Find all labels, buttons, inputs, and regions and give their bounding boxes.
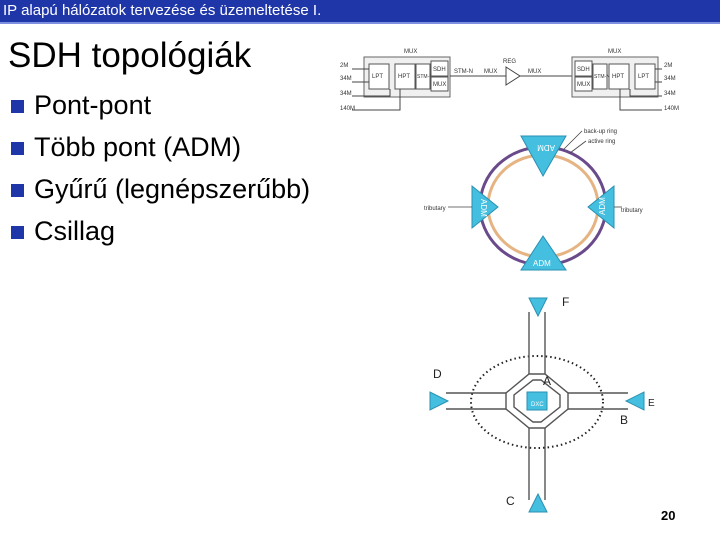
tributary-label: tributary	[424, 206, 446, 212]
link-label: STM-N	[454, 69, 473, 75]
node-f-label: F	[562, 295, 569, 309]
svg-text:HPT: HPT	[612, 74, 624, 80]
mux-small-label: MUX	[433, 82, 446, 88]
adm-node-c	[528, 492, 548, 513]
adm-node-right	[587, 184, 615, 230]
svg-text:34M: 34M	[664, 76, 676, 82]
svg-text:140M: 140M	[664, 106, 679, 112]
course-title: IP alapú hálózatok tervezése és üzemelte…	[3, 2, 322, 19]
mux-small-box	[430, 76, 449, 92]
node-d-label: D	[433, 367, 442, 381]
mux-label: MUX	[608, 49, 621, 55]
svg-text:MUX: MUX	[577, 82, 590, 88]
svg-text:SDH: SDH	[577, 67, 590, 73]
active-ring-label: active ring	[588, 139, 615, 145]
page-number: 20	[661, 508, 676, 523]
adm-node-left	[471, 184, 499, 230]
mux-box-right	[571, 56, 659, 98]
adm-node-f	[528, 297, 548, 318]
sdh-label: SDH	[433, 67, 446, 73]
svg-text:34M: 34M	[664, 91, 676, 97]
svg-text:ADM: ADM	[533, 259, 551, 268]
rate-label: 34M	[340, 76, 352, 82]
mux-label: MUX	[484, 69, 497, 75]
reg-label: REG	[503, 59, 516, 65]
adm-node-e	[624, 391, 645, 411]
rate-label: 34M	[340, 91, 352, 97]
bullet-square-icon	[11, 226, 24, 239]
bullet-square-icon	[11, 100, 24, 113]
svg-text:DXC: DXC	[531, 402, 544, 408]
svg-text:STM-N: STM-N	[594, 74, 610, 80]
stm-label: STM-N	[417, 74, 433, 80]
node-e-label: E	[648, 398, 655, 409]
hpt-label: HPT	[398, 74, 410, 80]
bullet-square-icon	[11, 142, 24, 155]
node-a-label: A	[543, 374, 551, 388]
adm-node-bottom	[520, 235, 567, 271]
stm-box	[415, 63, 431, 90]
adm-node-top	[520, 135, 567, 178]
hpt-box	[394, 63, 416, 90]
backup-ring-label: back-up ring	[584, 129, 617, 135]
svg-text:ADM: ADM	[479, 199, 488, 217]
mux-box-left	[363, 56, 451, 98]
mux-label: MUX	[528, 69, 541, 75]
rate-label: 140M	[340, 106, 355, 112]
star-dotted-ring	[470, 355, 604, 449]
node-c-label: C	[506, 494, 515, 508]
active-ring	[486, 153, 600, 259]
lpt-label: LPT	[372, 74, 383, 80]
svg-text:ADM: ADM	[537, 143, 555, 152]
lpt-box	[368, 63, 390, 90]
header-bar: IP alapú hálózatok tervezése és üzemelte…	[0, 0, 720, 24]
mux-label: MUX	[404, 49, 417, 55]
sdh-box	[430, 60, 449, 77]
svg-text:2M: 2M	[664, 63, 672, 69]
slide-title: SDH topológiák	[8, 36, 252, 75]
regenerator-icon	[505, 66, 521, 86]
rate-label: 2M	[340, 63, 348, 69]
svg-text:ADM: ADM	[598, 197, 607, 215]
bullet-square-icon	[11, 184, 24, 197]
svg-text:LPT: LPT	[638, 74, 649, 80]
dxc-center-node	[526, 391, 548, 411]
tributary-label: tributary	[621, 208, 643, 214]
backup-ring	[478, 145, 608, 267]
node-b-label: B	[620, 413, 628, 427]
adm-node-d	[429, 391, 450, 411]
